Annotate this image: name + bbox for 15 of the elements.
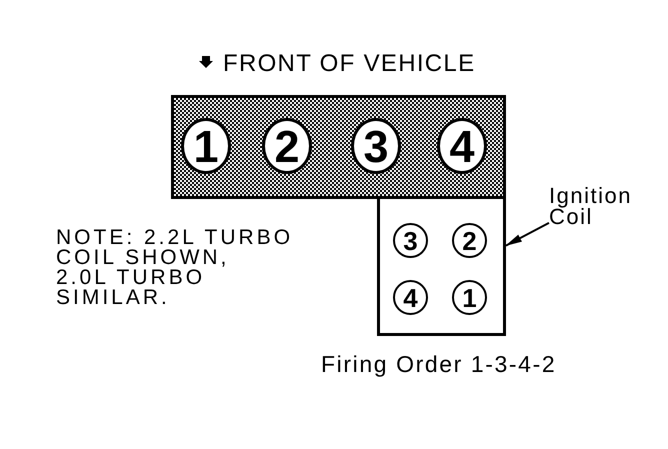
part-label: Ignition Coil (549, 185, 645, 229)
coil-terminal-circle: 2 (452, 223, 487, 258)
cylinder-number-circle: 1 (181, 118, 231, 174)
coil-terminal-circle: 4 (393, 280, 428, 315)
cylinder-number-circle: 4 (437, 118, 487, 174)
cylinder-number-circle: 2 (262, 118, 312, 174)
engine-block (171, 95, 506, 199)
cylinder-number-circle: 3 (351, 118, 401, 174)
coil-terminal-circle: 3 (393, 223, 428, 258)
ignition-coil-box (377, 199, 506, 336)
firing-order-caption: Firing Order 1-3-4-2 (321, 351, 556, 378)
leader-arrow (505, 222, 550, 246)
note-text: NOTE: 2.2L TURBO COIL SHOWN, 2.0L TURBO SIMILAR. (56, 228, 294, 308)
coil-terminal-circle: 1 (452, 280, 487, 315)
direction-caption: FRONT OF VEHICLE (223, 50, 476, 78)
